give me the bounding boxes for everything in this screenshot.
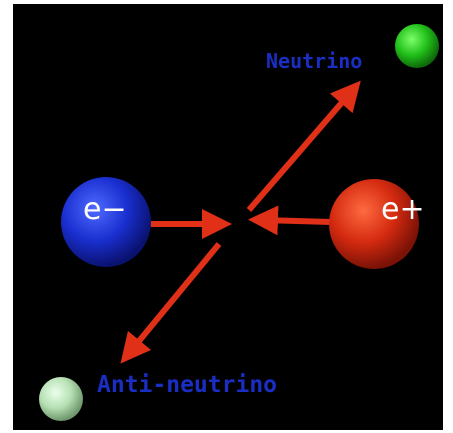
electron-symbol: e−: [83, 192, 127, 227]
positron-symbol: e+: [381, 192, 425, 227]
electron-sphere: [61, 177, 151, 267]
diagram-canvas: e− e+ Neutrino Anti-neutrino: [13, 4, 443, 430]
positron-sphere: [329, 179, 419, 269]
neutrino-sphere: [395, 24, 439, 68]
antineutrino-sphere: [39, 377, 83, 421]
neutrino-label: Neutrino: [266, 49, 363, 73]
antineutrino-label: Anti-neutrino: [97, 372, 278, 398]
arrow-neutrino-out: [246, 80, 361, 212]
diagram-svg: [39, 24, 439, 421]
arrow-positron-in: [248, 205, 332, 236]
arrow-antineutrino-out: [120, 242, 222, 364]
